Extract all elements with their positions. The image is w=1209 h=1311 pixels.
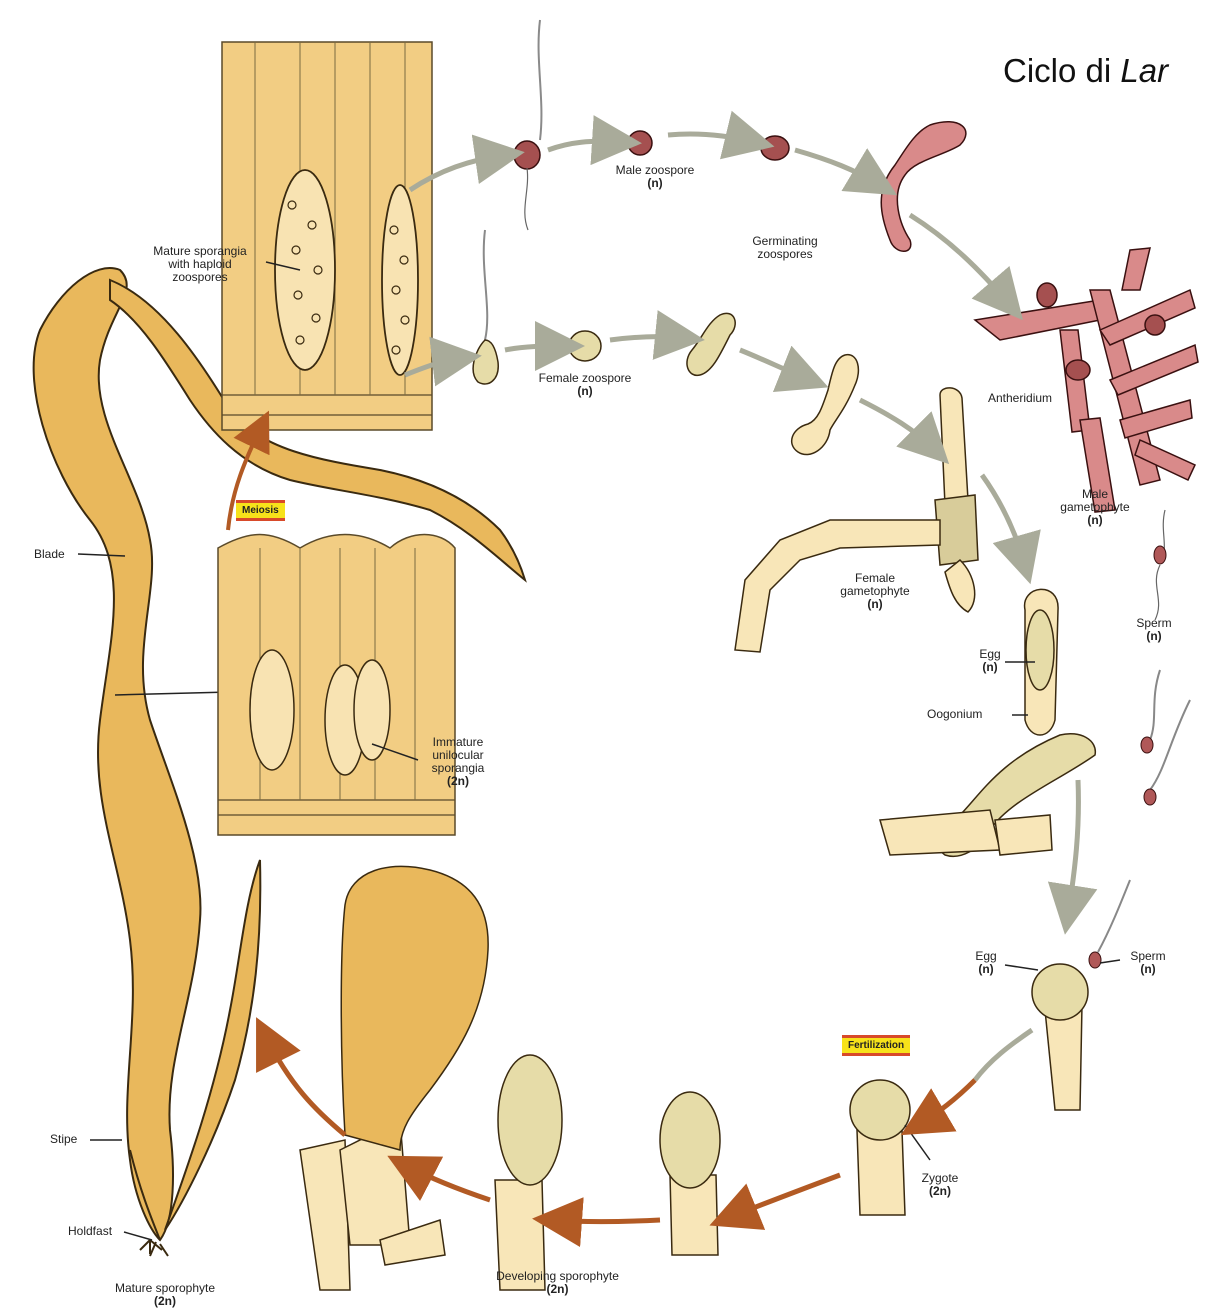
mature-sporangia-section — [222, 42, 432, 430]
sporangium-left — [275, 170, 335, 370]
zygote-label: Zygote(2n) — [910, 1172, 970, 1198]
egg-bottom-pointer — [1005, 965, 1038, 970]
egg-fertilization — [1032, 964, 1088, 1020]
sperm-bottom-label: Sperm(n) — [1118, 950, 1178, 976]
sperm-fertilization — [1089, 952, 1101, 968]
egg-bottom-label: Egg(n) — [968, 950, 1004, 976]
female-zoospore-label: Female zoospore(n) — [520, 372, 650, 398]
developing-sporophyte-label: Developing sporophyte(2n) — [470, 1270, 645, 1296]
germinating-female — [792, 355, 859, 455]
germinating-male — [881, 122, 966, 251]
oogonium-label: Oogonium — [927, 708, 982, 721]
holdfast-label: Holdfast — [68, 1225, 112, 1238]
female-zoospore-3 — [687, 313, 735, 375]
sperm-cells — [1141, 510, 1190, 805]
male-zoospore-3 — [761, 136, 789, 160]
blade-label: Blade — [34, 548, 65, 561]
holdfast-pointer — [124, 1232, 152, 1240]
male-zoospore-2 — [628, 131, 652, 155]
page-title: Ciclo di Lar — [1003, 52, 1168, 90]
egg-top-label: Egg(n) — [972, 648, 1008, 674]
sperm-bottom-pointer — [1100, 960, 1120, 963]
egg-cell-top — [1026, 610, 1054, 690]
holdfast-shape — [140, 1240, 168, 1256]
male-zoospore-row — [514, 20, 966, 251]
male-gametophyte — [975, 248, 1198, 512]
female-zoospore-1 — [473, 340, 498, 384]
oogonium-group — [880, 589, 1095, 856]
immature-sporangia-section — [218, 535, 455, 836]
female-gametophyte — [735, 388, 978, 652]
female-zoospore-row — [473, 230, 858, 455]
male-zoospore-1 — [514, 141, 540, 169]
zygote-pointer — [905, 1125, 930, 1160]
fertilization-tag: Fertilization — [842, 1035, 910, 1056]
sporangium-right — [382, 185, 418, 375]
young-sporophyte — [341, 866, 488, 1150]
meiosis-tag: Meiosis — [236, 500, 285, 521]
kelp-blade-main — [34, 268, 201, 1240]
antheridium — [1066, 360, 1090, 380]
mature-sporophyte-label: Mature sporophyte(2n) — [100, 1282, 230, 1308]
antheridium-label: Antheridium — [988, 392, 1052, 405]
stipe-label: Stipe — [50, 1133, 77, 1146]
female-zoospore-2 — [569, 331, 601, 361]
male-zoospore-label: Male zoospore(n) — [600, 164, 710, 190]
sperm-top-label: Sperm(n) — [1124, 617, 1184, 643]
developing-sporophytes — [300, 866, 720, 1290]
